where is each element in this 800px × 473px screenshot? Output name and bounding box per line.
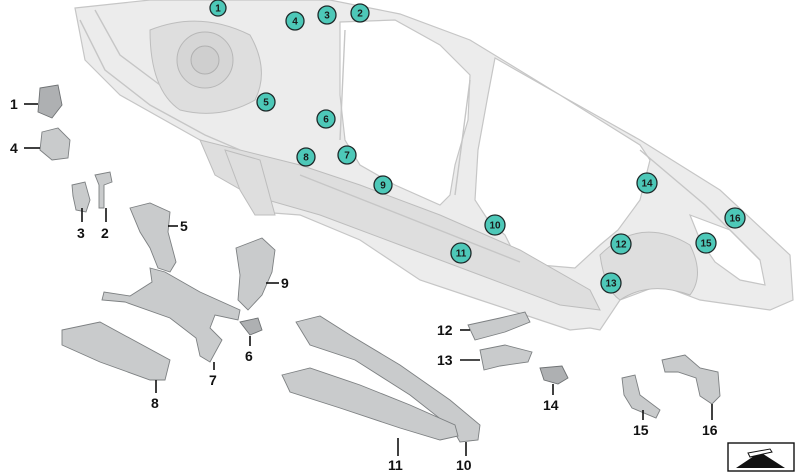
svg-text:9: 9 xyxy=(380,181,386,192)
svg-text:6: 6 xyxy=(323,115,329,126)
part-6 xyxy=(239,317,263,336)
part-12 xyxy=(467,311,531,341)
svg-text:10: 10 xyxy=(489,221,501,232)
part-label-6: 6 xyxy=(245,348,253,364)
callout-16[interactable]: 16 xyxy=(724,207,746,229)
callout-11[interactable]: 11 xyxy=(450,242,472,264)
callout-3[interactable]: 3 xyxy=(317,5,337,25)
part-label-4: 4 xyxy=(10,140,18,156)
part-label-3: 3 xyxy=(77,225,85,241)
part-label-15: 15 xyxy=(633,422,649,438)
part-14 xyxy=(539,365,569,385)
part-9 xyxy=(235,237,276,311)
callout-9[interactable]: 9 xyxy=(373,175,393,195)
svg-text:4: 4 xyxy=(292,17,298,28)
svg-text:8: 8 xyxy=(303,153,309,164)
svg-text:13: 13 xyxy=(605,279,617,290)
part-2 xyxy=(94,171,113,209)
view-direction-icon xyxy=(727,442,795,472)
part-labels: 1 2 3 4 5 6 7 8 9 10 11 12 13 14 15 16 xyxy=(10,96,718,473)
svg-text:11: 11 xyxy=(456,249,467,260)
callout-7[interactable]: 7 xyxy=(337,145,357,165)
callout-13[interactable]: 13 xyxy=(600,272,622,294)
part-label-12: 12 xyxy=(437,322,453,338)
part-3 xyxy=(71,181,91,213)
body-side-frame xyxy=(74,0,794,331)
callouts: 1 2 3 4 5 6 7 8 9 10 11 12 13 14 15 16 xyxy=(209,0,746,294)
part-label-11: 11 xyxy=(388,457,403,473)
part-label-5: 5 xyxy=(180,218,188,234)
part-label-9: 9 xyxy=(281,275,289,291)
callout-4[interactable]: 4 xyxy=(285,11,305,31)
callout-5[interactable]: 5 xyxy=(256,92,276,112)
part-label-2: 2 xyxy=(101,225,109,241)
part-4 xyxy=(39,127,71,161)
part-13 xyxy=(479,344,533,371)
callout-12[interactable]: 12 xyxy=(610,233,632,255)
callout-2[interactable]: 2 xyxy=(350,3,370,23)
part-7 xyxy=(101,267,241,363)
callout-10[interactable]: 10 xyxy=(484,214,506,236)
svg-text:16: 16 xyxy=(729,214,741,225)
svg-text:7: 7 xyxy=(344,151,350,162)
callout-15[interactable]: 15 xyxy=(695,232,717,254)
svg-text:5: 5 xyxy=(263,98,269,109)
part-label-16: 16 xyxy=(702,422,718,438)
callout-6[interactable]: 6 xyxy=(316,109,336,129)
part-label-1: 1 xyxy=(10,96,18,112)
part-label-13: 13 xyxy=(437,352,453,368)
part-5 xyxy=(129,202,177,273)
svg-text:3: 3 xyxy=(324,11,330,22)
part-1 xyxy=(37,84,63,119)
part-11 xyxy=(281,367,459,441)
callout-14[interactable]: 14 xyxy=(636,172,658,194)
part-label-10: 10 xyxy=(456,457,472,473)
part-label-7: 7 xyxy=(209,372,217,388)
part-10 xyxy=(295,315,481,443)
leader-lines xyxy=(24,103,713,456)
part-label-14: 14 xyxy=(543,397,559,413)
svg-text:1: 1 xyxy=(215,4,221,15)
callout-8[interactable]: 8 xyxy=(296,147,316,167)
svg-text:2: 2 xyxy=(357,9,363,20)
part-8 xyxy=(61,321,171,381)
svg-text:15: 15 xyxy=(700,239,712,250)
svg-text:14: 14 xyxy=(641,179,653,190)
svg-text:12: 12 xyxy=(615,240,627,251)
part-label-8: 8 xyxy=(151,395,159,411)
callout-1[interactable]: 1 xyxy=(209,0,227,17)
part-15 xyxy=(621,374,661,419)
part-16 xyxy=(661,354,721,405)
